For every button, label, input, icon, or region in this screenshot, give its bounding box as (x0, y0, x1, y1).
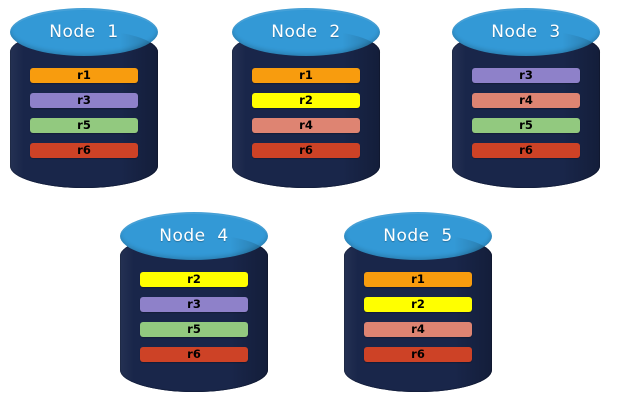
replica-bar[interactable]: r5 (472, 118, 580, 133)
replica-bar[interactable]: r1 (364, 272, 472, 287)
replica-bar[interactable]: r6 (140, 347, 248, 362)
node-body (10, 30, 158, 188)
replica-bar[interactable]: r4 (472, 93, 580, 108)
node-body (232, 30, 380, 188)
node-top-disc (10, 8, 158, 56)
replica-list: r1 r2 r4 r6 (364, 272, 472, 372)
replica-bar[interactable]: r6 (472, 143, 580, 158)
node-body (452, 30, 600, 188)
replica-bar[interactable]: r2 (252, 93, 360, 108)
replica-bar[interactable]: r3 (30, 93, 138, 108)
replica-list: r2 r3 r5 r6 (140, 272, 248, 372)
node-top-disc (232, 8, 380, 56)
replica-bar[interactable]: r3 (472, 68, 580, 83)
node-body (344, 234, 492, 392)
replica-bar[interactable]: r4 (252, 118, 360, 133)
node-top-disc (452, 8, 600, 56)
replica-list: r1 r2 r4 r6 (252, 68, 360, 168)
replica-bar[interactable]: r2 (140, 272, 248, 287)
node-body (120, 234, 268, 392)
replica-bar[interactable]: r4 (364, 322, 472, 337)
replica-bar[interactable]: r2 (364, 297, 472, 312)
replica-bar[interactable]: r5 (140, 322, 248, 337)
replica-bar[interactable]: r5 (30, 118, 138, 133)
replica-list: r1 r3 r5 r6 (30, 68, 138, 168)
replica-bar[interactable]: r1 (30, 68, 138, 83)
node-top-disc (120, 212, 268, 260)
replica-bar[interactable]: r3 (140, 297, 248, 312)
replica-bar[interactable]: r1 (252, 68, 360, 83)
replica-bar[interactable]: r6 (30, 143, 138, 158)
replica-bar[interactable]: r6 (364, 347, 472, 362)
replica-list: r3 r4 r5 r6 (472, 68, 580, 168)
replica-bar[interactable]: r6 (252, 143, 360, 158)
node-top-disc (344, 212, 492, 260)
